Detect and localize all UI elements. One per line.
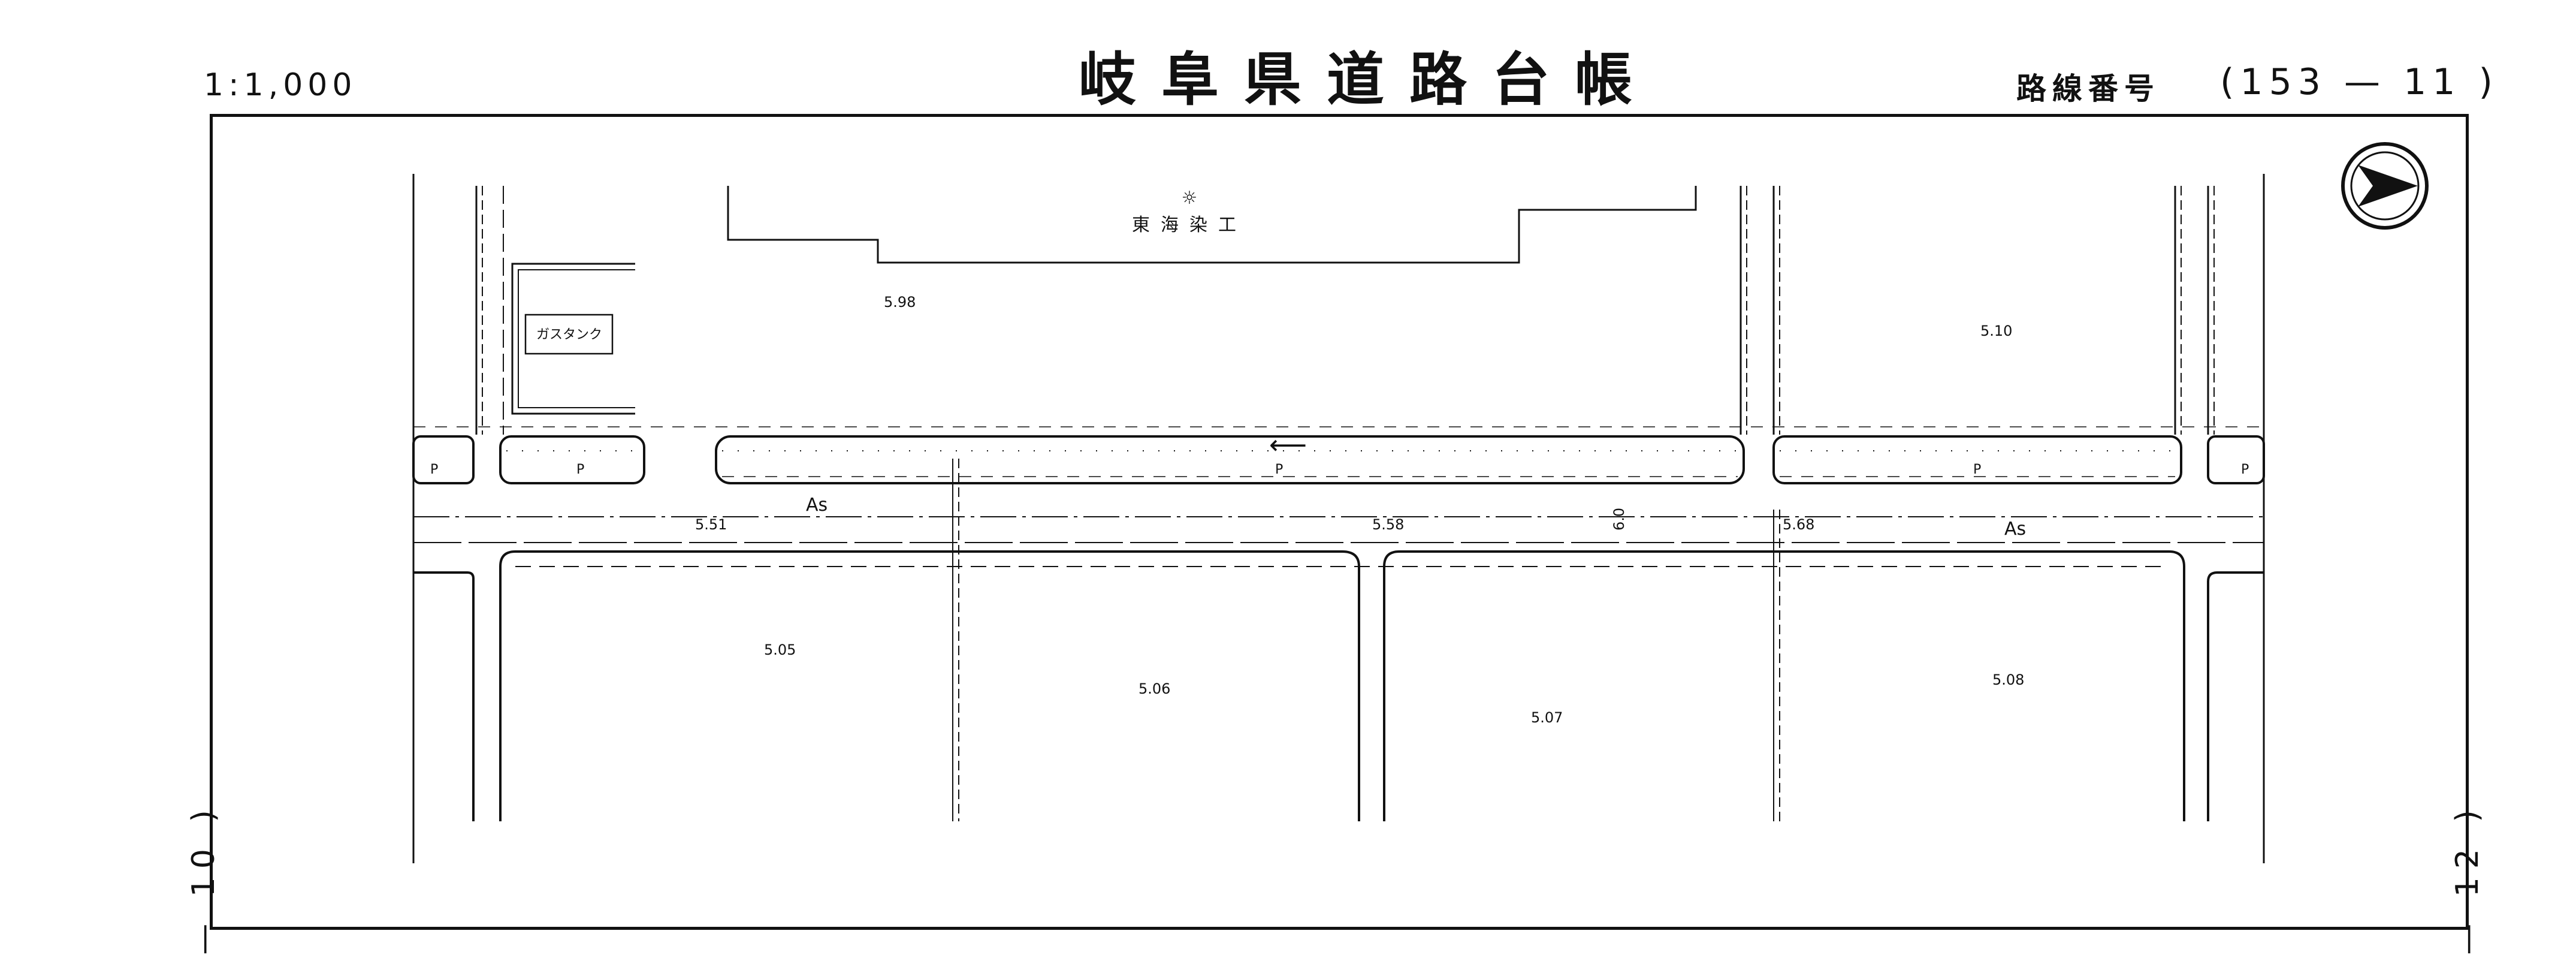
elevation-point: 5.58 [1372, 516, 1404, 533]
main-road-lines [413, 516, 2264, 543]
gas-tank-label: ガスタンク [536, 327, 602, 342]
north-arrow-icon [2341, 142, 2429, 230]
elevation-point: 5.07 [1531, 709, 1563, 726]
lower-block-divisions [515, 459, 2169, 821]
road-width-label: 6.0 [1611, 508, 1627, 531]
parking-mark: P [576, 462, 584, 477]
road-surface-label: As [2004, 519, 2026, 540]
elevation-point: 5.10 [1980, 323, 2012, 339]
page-title: 岐阜県道路台帳 [1079, 46, 1657, 113]
road-surface-label: As [806, 495, 828, 516]
parking-marks: P P P P P [430, 462, 2249, 477]
route-number-label: 路線番号 [2016, 71, 2160, 106]
factory-outline [727, 186, 1697, 264]
map-frame [210, 114, 2469, 929]
elevation-point: 5.98 [884, 294, 916, 311]
elevation-point: 5.51 [695, 516, 727, 533]
factory-symbol-icon: ☼ [1182, 188, 1198, 209]
map-edges [412, 174, 2265, 863]
parking-mark: P [430, 462, 438, 477]
parking-mark: P [1275, 462, 1283, 477]
parking-mark: P [2241, 462, 2249, 477]
elevation-point: 5.68 [1783, 516, 1814, 533]
map-scale: 1:1,000 [204, 67, 357, 103]
elevation-points: 5.98 5.10 5.51 5.58 5.68 5.05 5.06 5.07 … [695, 294, 2024, 726]
gas-tank-fence [511, 263, 635, 415]
elevation-point: 5.08 [1992, 671, 2024, 688]
direction-arrow-icon: ⟵ [1269, 430, 1307, 460]
upper-sidewalk-blocks [412, 435, 2265, 484]
elevation-point: 5.05 [764, 641, 796, 658]
lower-sidewalk-blocks [413, 550, 2264, 821]
route-number-value: (153 — 11 ) [2220, 61, 2499, 103]
factory-name: 東海染工 [1132, 215, 1247, 236]
map-bottom-border [210, 927, 2469, 930]
crossing-roads-upper [475, 186, 2215, 435]
gutter-lines [413, 426, 2264, 477]
parking-mark: P [1973, 462, 1981, 477]
elevation-point: 5.06 [1138, 680, 1170, 697]
